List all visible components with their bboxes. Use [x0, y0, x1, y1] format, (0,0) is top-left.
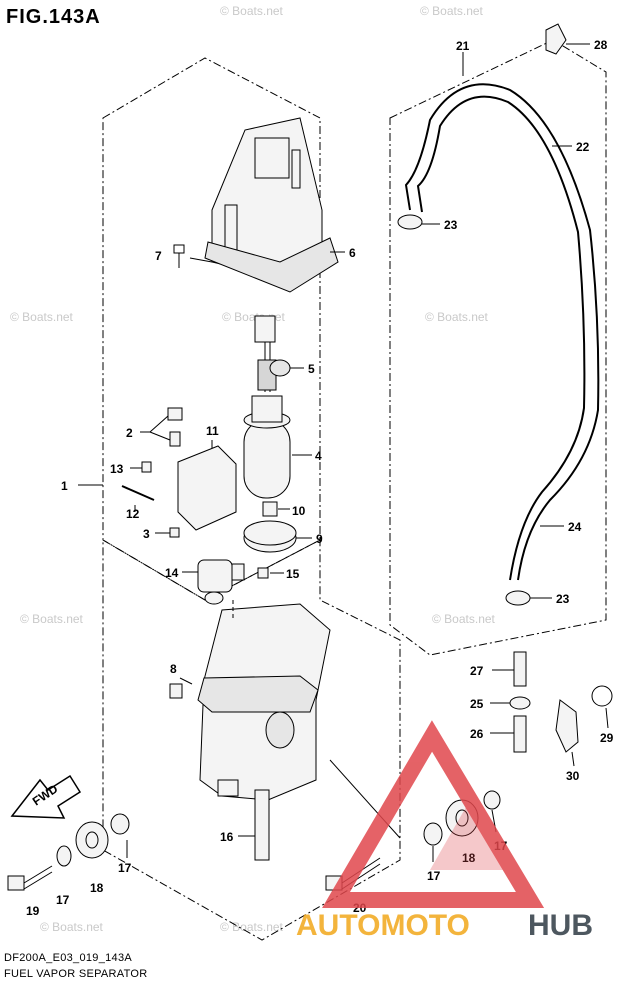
callout-23b: 23: [556, 592, 570, 606]
watermark: © Boats.net: [10, 310, 73, 324]
clamp-part-29: [591, 685, 613, 707]
callout-14: 14: [165, 566, 179, 580]
callout-6: 6: [349, 246, 356, 260]
logo-triangle-icon: [322, 720, 545, 908]
callout-27: 27: [470, 664, 484, 678]
washer-part-17d: [483, 790, 501, 810]
callout-25: 25: [470, 697, 484, 711]
screw-part-13: [141, 461, 152, 473]
logo-wordmark-part2: HUB: [528, 909, 593, 942]
washer-part-17b: [110, 813, 130, 835]
separator-housing-part: [197, 603, 331, 801]
bracket-cover-part: [177, 445, 237, 531]
watermark: © Boats.net: [432, 612, 495, 626]
screw-part-3: [169, 527, 180, 538]
callout-18b: 18: [462, 851, 476, 865]
grommet-part-18: [75, 821, 109, 859]
clip-part-30: [555, 699, 579, 753]
callout-15: 15: [286, 567, 300, 581]
callout-5: 5: [308, 362, 315, 376]
watermark: © Boats.net: [220, 4, 283, 18]
assembly-name-label: FUEL VAPOR SEPARATOR: [4, 968, 148, 980]
callout-3: 3: [143, 527, 150, 541]
screw-part-15: [257, 567, 269, 579]
washer-part-17c: [423, 822, 443, 846]
callout-21: 21: [456, 39, 470, 53]
vapor-hose-part: [404, 83, 600, 581]
hose-clip-part-23b: [505, 590, 531, 606]
fuel-pump-part: [243, 395, 291, 499]
watermark: © Boats.net: [40, 920, 103, 934]
clip-part-25: [509, 696, 531, 710]
callout-30: 30: [566, 769, 580, 783]
callout-1: 1: [61, 479, 68, 493]
top-cover-part: [204, 117, 339, 293]
main-assembly-boundary: [102, 57, 321, 601]
callout-7: 7: [155, 249, 162, 263]
screw-part-8: [169, 683, 183, 699]
brand-logo: AUTOMOTO HUB: [296, 720, 593, 942]
fitting-part-10: [262, 501, 278, 517]
wire-harness-part: [254, 315, 291, 392]
callout-29: 29: [600, 731, 614, 745]
hose-clip-part-23: [397, 214, 423, 230]
bolt-part-19: [7, 865, 53, 891]
tube-part-16: [254, 789, 270, 861]
main-assembly-boundary-lower: [102, 539, 401, 941]
retainer-part-9: [243, 520, 297, 553]
callout-22: 22: [576, 140, 590, 154]
callout-17: 17: [118, 861, 132, 875]
watermark: © Boats.net: [420, 4, 483, 18]
forward-arrow-icon: FWD: [10, 774, 82, 819]
callout-12: 12: [126, 507, 140, 521]
model-code-label: DF200A_E03_019_143A: [4, 952, 133, 964]
callout-24: 24: [568, 520, 582, 534]
pin-part-12: [121, 485, 155, 501]
watermark: © Boats.net: [220, 920, 283, 934]
callout-10: 10: [292, 504, 306, 518]
tube-part-26: [513, 715, 527, 753]
callout-19: 19: [26, 904, 40, 918]
screw-part-7: [173, 244, 185, 268]
callout-2: 2: [126, 426, 133, 440]
callout-9: 9: [316, 532, 323, 546]
callout-18: 18: [90, 881, 104, 895]
callout-13: 13: [110, 462, 124, 476]
callout-28: 28: [594, 38, 608, 52]
callout-17b: 17: [56, 893, 70, 907]
figure-title: FIG.143A: [6, 6, 101, 28]
hose-assembly-boundary: [389, 39, 607, 656]
watermark: © Boats.net: [425, 310, 488, 324]
fitting-part-2: [167, 407, 183, 447]
callout-26: 26: [470, 727, 484, 741]
callout-11: 11: [206, 424, 219, 438]
joint-part-27: [513, 651, 527, 687]
callout-4: 4: [315, 449, 322, 463]
callout-16: 16: [220, 830, 234, 844]
logo-wordmark-part1: AUTOMOTO: [296, 909, 470, 942]
washer-part-17: [56, 845, 72, 867]
callout-23: 23: [444, 218, 458, 232]
regulator-part-14: [197, 559, 245, 605]
watermark: © Boats.net: [20, 612, 83, 626]
callout-8: 8: [170, 662, 177, 676]
callout-17c: 17: [427, 869, 441, 883]
clip-part-28: [545, 23, 567, 55]
